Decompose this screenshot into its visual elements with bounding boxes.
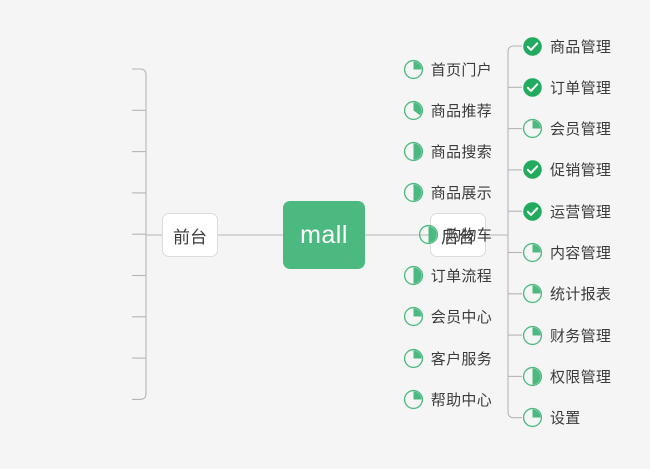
leaf-node-label: 权限管理 [550,368,612,386]
pie-progress-icon [403,100,423,120]
leaf-node-label: 订单管理 [550,79,612,97]
leaf-node[interactable]: 会员中心 [403,304,492,330]
leaf-node-label: 运营管理 [550,203,612,221]
root-node-mall[interactable]: mall [283,201,365,269]
pie-progress-icon [419,224,439,244]
leaf-node-label: 会员中心 [430,309,492,327]
leaf-node[interactable]: 财务管理 [522,322,611,348]
leaf-node[interactable]: 会员管理 [522,116,611,142]
leaf-node-label: 首页门户 [430,61,492,79]
leaf-node-label: 帮助中心 [430,391,492,409]
leaf-node[interactable]: 客户服务 [403,345,492,371]
pie-progress-icon [522,325,543,345]
leaf-node-label: 财务管理 [550,327,612,345]
pie-progress-icon [403,183,423,203]
leaf-node[interactable]: 商品展示 [403,180,492,206]
leaf-node-label: 会员管理 [550,121,612,139]
leaf-node[interactable]: 内容管理 [522,240,611,266]
leaf-node-label: 商品展示 [430,185,492,203]
leaf-node[interactable]: 运营管理 [522,198,611,224]
leaf-node[interactable]: 设置 [522,405,581,431]
leaf-node-label: 商品管理 [550,38,612,56]
pie-progress-icon [522,284,543,304]
leaf-node[interactable]: 商品搜索 [403,139,492,165]
pie-progress-icon [403,142,423,162]
pie-progress-icon [522,408,543,428]
leaf-node-label: 购物车 [446,226,492,244]
leaf-node[interactable]: 订单流程 [403,263,492,289]
leaf-node-label: 客户服务 [430,350,492,368]
pie-progress-icon [403,59,423,79]
leaf-node-label: 商品搜索 [430,144,492,162]
leaf-node[interactable]: 订单管理 [522,74,611,100]
root-node-label: mall [300,220,348,249]
leaf-node-label: 内容管理 [550,245,612,262]
check-circle-icon [523,78,542,97]
leaf-node[interactable]: 帮助中心 [403,386,492,412]
leaf-node[interactable]: 商品推荐 [403,97,492,123]
leaf-node[interactable]: 权限管理 [522,363,611,389]
leaf-node[interactable]: 统计报表 [522,281,611,307]
pie-progress-icon [403,265,423,286]
branch-node-label: 前台 [173,227,207,247]
check-circle-icon [523,160,542,180]
pie-progress-icon [522,366,543,386]
pie-progress-icon [522,242,543,263]
pie-progress-icon [403,307,423,327]
branch-node-frontend[interactable]: 前台 [162,213,218,257]
check-circle-icon [523,36,542,56]
leaf-node-label: 订单流程 [430,268,492,285]
pie-progress-icon [522,119,543,139]
leaf-node-label: 促销管理 [550,162,612,180]
leaf-node-label: 统计报表 [550,286,612,304]
branch-node-label: 后台 [441,227,475,247]
leaf-node[interactable]: 促销管理 [522,157,611,183]
pie-progress-icon [403,348,423,368]
leaf-node-label: 商品推荐 [430,102,492,120]
check-circle-icon [523,201,542,221]
branch-spine-backend [507,45,522,419]
branch-node-backend[interactable]: 后台 [430,213,486,257]
leaf-node[interactable]: 商品管理 [522,33,611,59]
leaf-node[interactable]: 购物车 [418,221,492,247]
leaf-node-label: 设置 [550,410,581,428]
leaf-node[interactable]: 首页门户 [403,56,492,82]
pie-progress-icon [403,389,423,409]
